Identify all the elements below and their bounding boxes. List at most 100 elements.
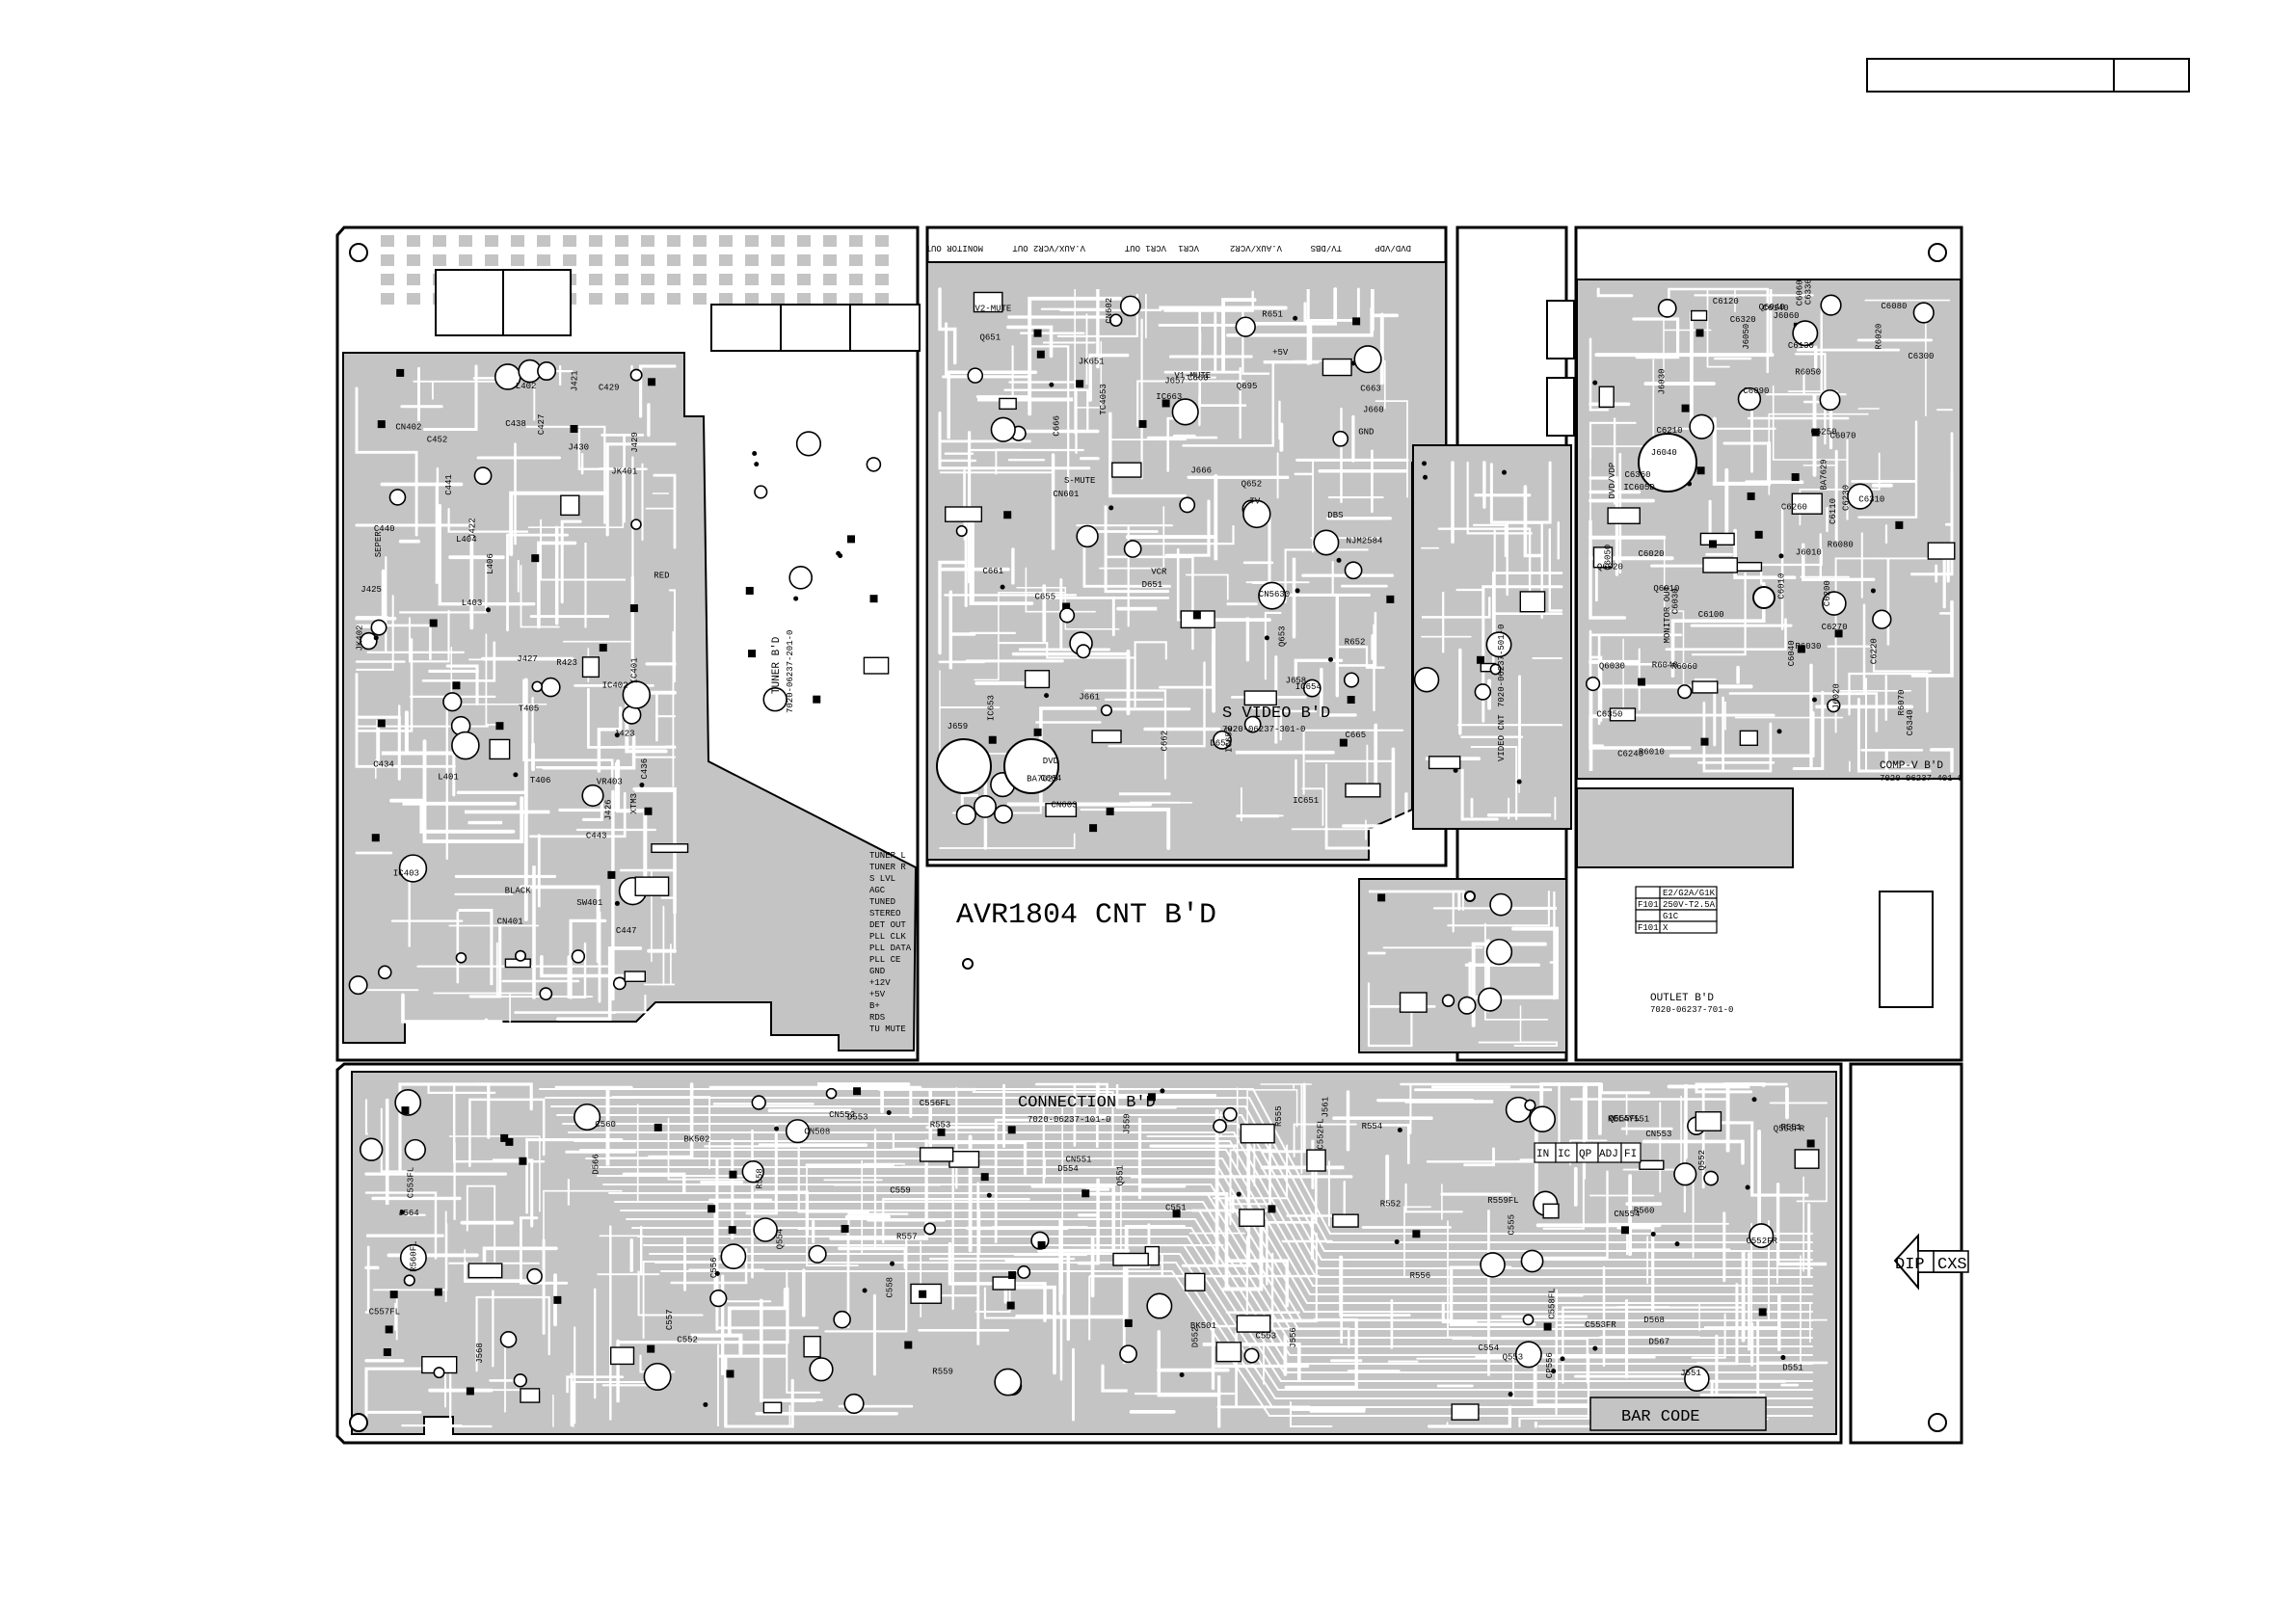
shield-pad [771, 274, 785, 285]
trace [1702, 701, 1773, 773]
s-video-board-part: 7020-06237-301-0 [1222, 725, 1305, 734]
ref-designator: J666 [1190, 466, 1212, 475]
shield-pad [615, 274, 628, 285]
trace [1910, 471, 1954, 576]
capacitor [809, 1357, 834, 1382]
ref-label: C661 [983, 567, 1004, 576]
pad [1895, 520, 1904, 529]
ref-designator: C551 [1165, 1203, 1187, 1212]
trace [727, 1288, 788, 1335]
capacitor [1343, 672, 1360, 688]
ref-label: SEPER [374, 531, 384, 558]
capacitor [1520, 1249, 1544, 1273]
capacitor [442, 692, 463, 712]
trace [1006, 325, 1054, 359]
trace [1519, 1005, 1558, 1044]
shield-pad [589, 274, 602, 285]
ref-designator: C662 [1160, 731, 1169, 752]
trace [1241, 787, 1284, 822]
via [1179, 1371, 1185, 1377]
trace [525, 425, 606, 524]
ref-designator: Q6030 [1599, 662, 1625, 672]
ref-designator: R559 [932, 1367, 953, 1376]
capacitor [433, 1367, 445, 1379]
ref-label: R6010 [1639, 748, 1665, 758]
pad [607, 870, 616, 879]
capacitor [1522, 1314, 1535, 1326]
trace [364, 1367, 433, 1428]
ref-designator: Q695 [1237, 382, 1258, 391]
ref-label: R551 [1781, 1123, 1802, 1132]
ref-designator: C429 [599, 384, 620, 393]
capacitor [1657, 298, 1677, 318]
trace [616, 759, 648, 893]
capacitor [1485, 938, 1513, 966]
capacitor [360, 631, 378, 651]
capacitor [630, 519, 642, 530]
pad [629, 604, 638, 613]
ref-designator: Q555FL [1609, 1114, 1640, 1124]
capacitor [1912, 302, 1935, 324]
ref-label: R558 [756, 1168, 765, 1189]
shield-pad [849, 235, 863, 247]
ref-label: C559 [890, 1186, 911, 1196]
ref-designator: C552 [677, 1336, 698, 1345]
trace [786, 1269, 820, 1394]
ref-label: C452 [427, 436, 448, 445]
trace [670, 1248, 748, 1285]
trace [587, 687, 677, 749]
pad [1747, 492, 1755, 500]
trace [1478, 1041, 1558, 1047]
ref-label: L406 [486, 553, 495, 574]
ref-label: R6060 [1671, 662, 1697, 672]
shield-pad [823, 254, 837, 266]
ic-package [992, 1276, 1016, 1290]
capacitor [1478, 987, 1503, 1012]
bus-trace [637, 1236, 1813, 1382]
via [714, 1271, 720, 1277]
trace [1669, 711, 1815, 758]
trace [1159, 644, 1215, 689]
shield-pad [589, 235, 602, 247]
trace [1427, 1405, 1512, 1428]
ref-designator: C6210 [1657, 426, 1683, 436]
cxs-label: CXS [1937, 1256, 1967, 1274]
ref-designator: D552 [1190, 1327, 1200, 1348]
via [1293, 315, 1298, 321]
ref-label: J661 [1079, 693, 1100, 703]
trace [969, 545, 1034, 605]
capacitor [1108, 313, 1123, 328]
ref-label: C6340 [1906, 709, 1915, 735]
via [1422, 461, 1428, 466]
capacitor [1820, 294, 1842, 316]
ref-designator: IC652 [1225, 727, 1235, 753]
shield-pad [849, 274, 863, 285]
check-adj: ADJ [1599, 1149, 1618, 1160]
bus-trace [539, 1088, 1813, 1235]
trace [1134, 641, 1167, 708]
pad [466, 1387, 474, 1396]
ref-label: BK501 [1190, 1321, 1216, 1331]
pad [707, 1205, 716, 1213]
fuse-row-0-val: E2/G2A/G1K [1663, 889, 1716, 898]
ref-designator: NJM2584 [1347, 537, 1383, 546]
ref-label: D552 [1190, 1327, 1200, 1348]
shield-pad [719, 293, 733, 305]
trace [572, 1381, 672, 1427]
capacitor [541, 677, 561, 698]
ref-designator: C556 [709, 1257, 719, 1278]
shield-pad [745, 254, 759, 266]
via [1044, 693, 1050, 699]
ref-designator: L404 [456, 535, 477, 545]
ref-label: C558 [886, 1277, 895, 1298]
ref-designator: C6090 [1743, 386, 1769, 396]
ref-label: J429 [630, 432, 640, 453]
via [1336, 557, 1342, 563]
ref-label: C552 [677, 1336, 698, 1345]
fuse-row-3-val: X [1663, 923, 1669, 933]
ref-designator: BA7625 [1027, 775, 1057, 785]
ref-designator: C552FR [1747, 1237, 1778, 1246]
pad [570, 424, 578, 433]
pad [452, 681, 461, 690]
